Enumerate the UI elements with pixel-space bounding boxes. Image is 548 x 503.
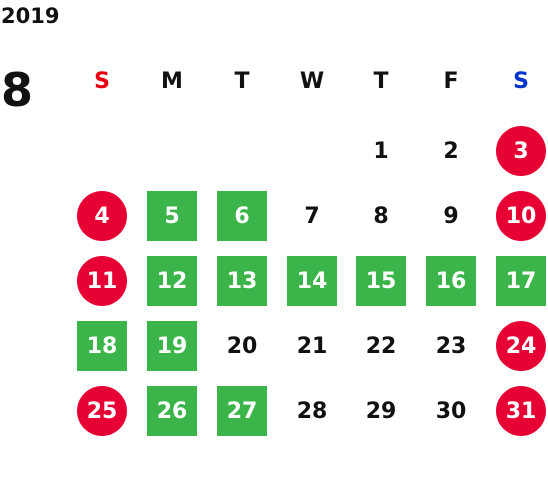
day-cell-27[interactable]: 27 bbox=[217, 386, 267, 436]
day-cell-12[interactable]: 12 bbox=[147, 256, 197, 306]
day-cell-19[interactable]: 19 bbox=[147, 321, 197, 371]
day-cell-9[interactable]: 9 bbox=[443, 203, 459, 229]
day-cell-4[interactable]: 4 bbox=[77, 191, 127, 241]
day-cell-10[interactable]: 10 bbox=[496, 191, 546, 241]
day-cell-17[interactable]: 17 bbox=[496, 256, 546, 306]
weekday-header-6: S bbox=[513, 68, 529, 94]
day-cell-21[interactable]: 21 bbox=[296, 333, 328, 359]
weekday-header-1: M bbox=[161, 68, 183, 94]
day-cell-24[interactable]: 24 bbox=[496, 321, 546, 371]
day-cell-16[interactable]: 16 bbox=[426, 256, 476, 306]
day-cell-6[interactable]: 6 bbox=[217, 191, 267, 241]
weekday-header-0: S bbox=[94, 68, 110, 94]
day-cell-26[interactable]: 26 bbox=[147, 386, 197, 436]
day-cell-22[interactable]: 22 bbox=[365, 333, 397, 359]
weekday-header-2: T bbox=[234, 68, 250, 94]
day-cell-11[interactable]: 11 bbox=[77, 256, 127, 306]
day-cell-5[interactable]: 5 bbox=[147, 191, 197, 241]
day-cell-8[interactable]: 8 bbox=[373, 203, 389, 229]
weekday-header-4: T bbox=[373, 68, 389, 94]
day-cell-3[interactable]: 3 bbox=[496, 126, 546, 176]
day-cell-23[interactable]: 23 bbox=[435, 333, 467, 359]
day-cell-29[interactable]: 29 bbox=[365, 398, 397, 424]
day-cell-30[interactable]: 30 bbox=[435, 398, 467, 424]
day-cell-2[interactable]: 2 bbox=[443, 138, 459, 164]
day-cell-18[interactable]: 18 bbox=[77, 321, 127, 371]
day-cell-31[interactable]: 31 bbox=[496, 386, 546, 436]
month-label: 8 bbox=[1, 63, 34, 117]
day-cell-25[interactable]: 25 bbox=[77, 386, 127, 436]
weekday-header-5: F bbox=[443, 68, 459, 94]
day-cell-20[interactable]: 20 bbox=[226, 333, 258, 359]
year-label: 2019 bbox=[1, 4, 60, 28]
day-cell-28[interactable]: 28 bbox=[296, 398, 328, 424]
day-cell-13[interactable]: 13 bbox=[217, 256, 267, 306]
weekday-header-3: W bbox=[299, 68, 325, 94]
day-cell-7[interactable]: 7 bbox=[304, 203, 320, 229]
day-cell-1[interactable]: 1 bbox=[373, 138, 389, 164]
day-cell-15[interactable]: 15 bbox=[356, 256, 406, 306]
day-cell-14[interactable]: 14 bbox=[287, 256, 337, 306]
